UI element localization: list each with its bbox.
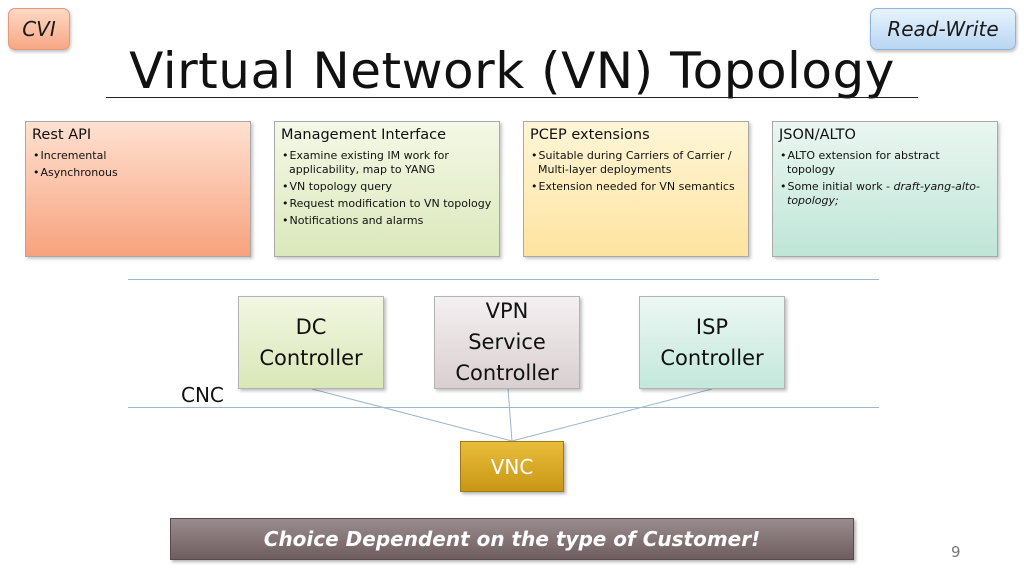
item-text: Some initial work -: [787, 180, 894, 193]
list-item: Suitable during Carriers of Carrier / Mu…: [530, 149, 742, 177]
label-line: VPN: [485, 299, 529, 323]
list-item: Asynchronous: [32, 166, 244, 180]
cvi-badge: CVI: [8, 8, 70, 50]
label-line: Controller: [259, 345, 363, 370]
list-item: Examine existing IM work for applicabili…: [281, 149, 493, 177]
label-line: DC: [295, 314, 327, 339]
vpn-to-vnc-link: [507, 388, 513, 442]
list-item: Extension needed for VN semantics: [530, 180, 742, 194]
list-item: Incremental: [32, 149, 244, 163]
cnc-label: CNC: [181, 383, 224, 407]
title-underline: [106, 97, 918, 98]
card-list: Incremental Asynchronous: [32, 149, 244, 180]
separator-line-top: [128, 279, 879, 280]
label-line: Controller: [455, 361, 559, 385]
card-title: Rest API: [32, 127, 92, 143]
isp-controller-box: ISP Controller: [639, 296, 785, 389]
read-write-badge: Read-Write: [870, 8, 1016, 50]
label-line: ISP: [695, 314, 729, 339]
card-list: ALTO extension for abstract topology Som…: [779, 149, 991, 208]
card-pcep-extensions: PCEP extensions Suitable during Carriers…: [523, 121, 749, 257]
list-item: Some initial work - draft-yang-alto-topo…: [779, 180, 991, 208]
slide-title: Virtual Network (VN) Topology: [129, 42, 895, 100]
dc-controller-box: DC Controller: [238, 296, 384, 389]
label-line: Controller: [660, 345, 764, 370]
list-item: ALTO extension for abstract topology: [779, 149, 991, 177]
list-item: Request modification to VN topology: [281, 197, 493, 211]
isp-to-vnc-link: [511, 388, 713, 442]
dc-to-vnc-link: [311, 388, 513, 442]
list-item: Notifications and alarms: [281, 214, 493, 228]
dc-controller-label: DC Controller: [259, 312, 362, 374]
label-line: Service: [468, 330, 546, 354]
card-title: Management Interface: [281, 127, 447, 143]
card-list: Examine existing IM work for applicabili…: [281, 149, 493, 228]
vpn-service-controller-box: VPN Service Controller: [434, 296, 580, 389]
card-rest-api: Rest API Incremental Asynchronous: [25, 121, 251, 257]
customer-choice-banner: Choice Dependent on the type of Customer…: [170, 518, 854, 560]
card-title: PCEP extensions: [530, 127, 650, 143]
vpn-controller-label: VPN Service Controller: [455, 296, 558, 389]
card-title: JSON/ALTO: [779, 127, 856, 143]
separator-line-bottom: [128, 407, 879, 408]
vnc-box: VNC: [460, 441, 564, 492]
card-list: Suitable during Carriers of Carrier / Mu…: [530, 149, 742, 194]
isp-controller-label: ISP Controller: [660, 312, 763, 374]
page-number: 9: [951, 543, 961, 561]
card-management-interface: Management Interface Examine existing IM…: [274, 121, 500, 257]
draft-reference: draft-yang-alto-topology;: [787, 180, 980, 207]
card-json-alto: JSON/ALTO ALTO extension for abstract to…: [772, 121, 998, 257]
list-item: VN topology query: [281, 180, 493, 194]
